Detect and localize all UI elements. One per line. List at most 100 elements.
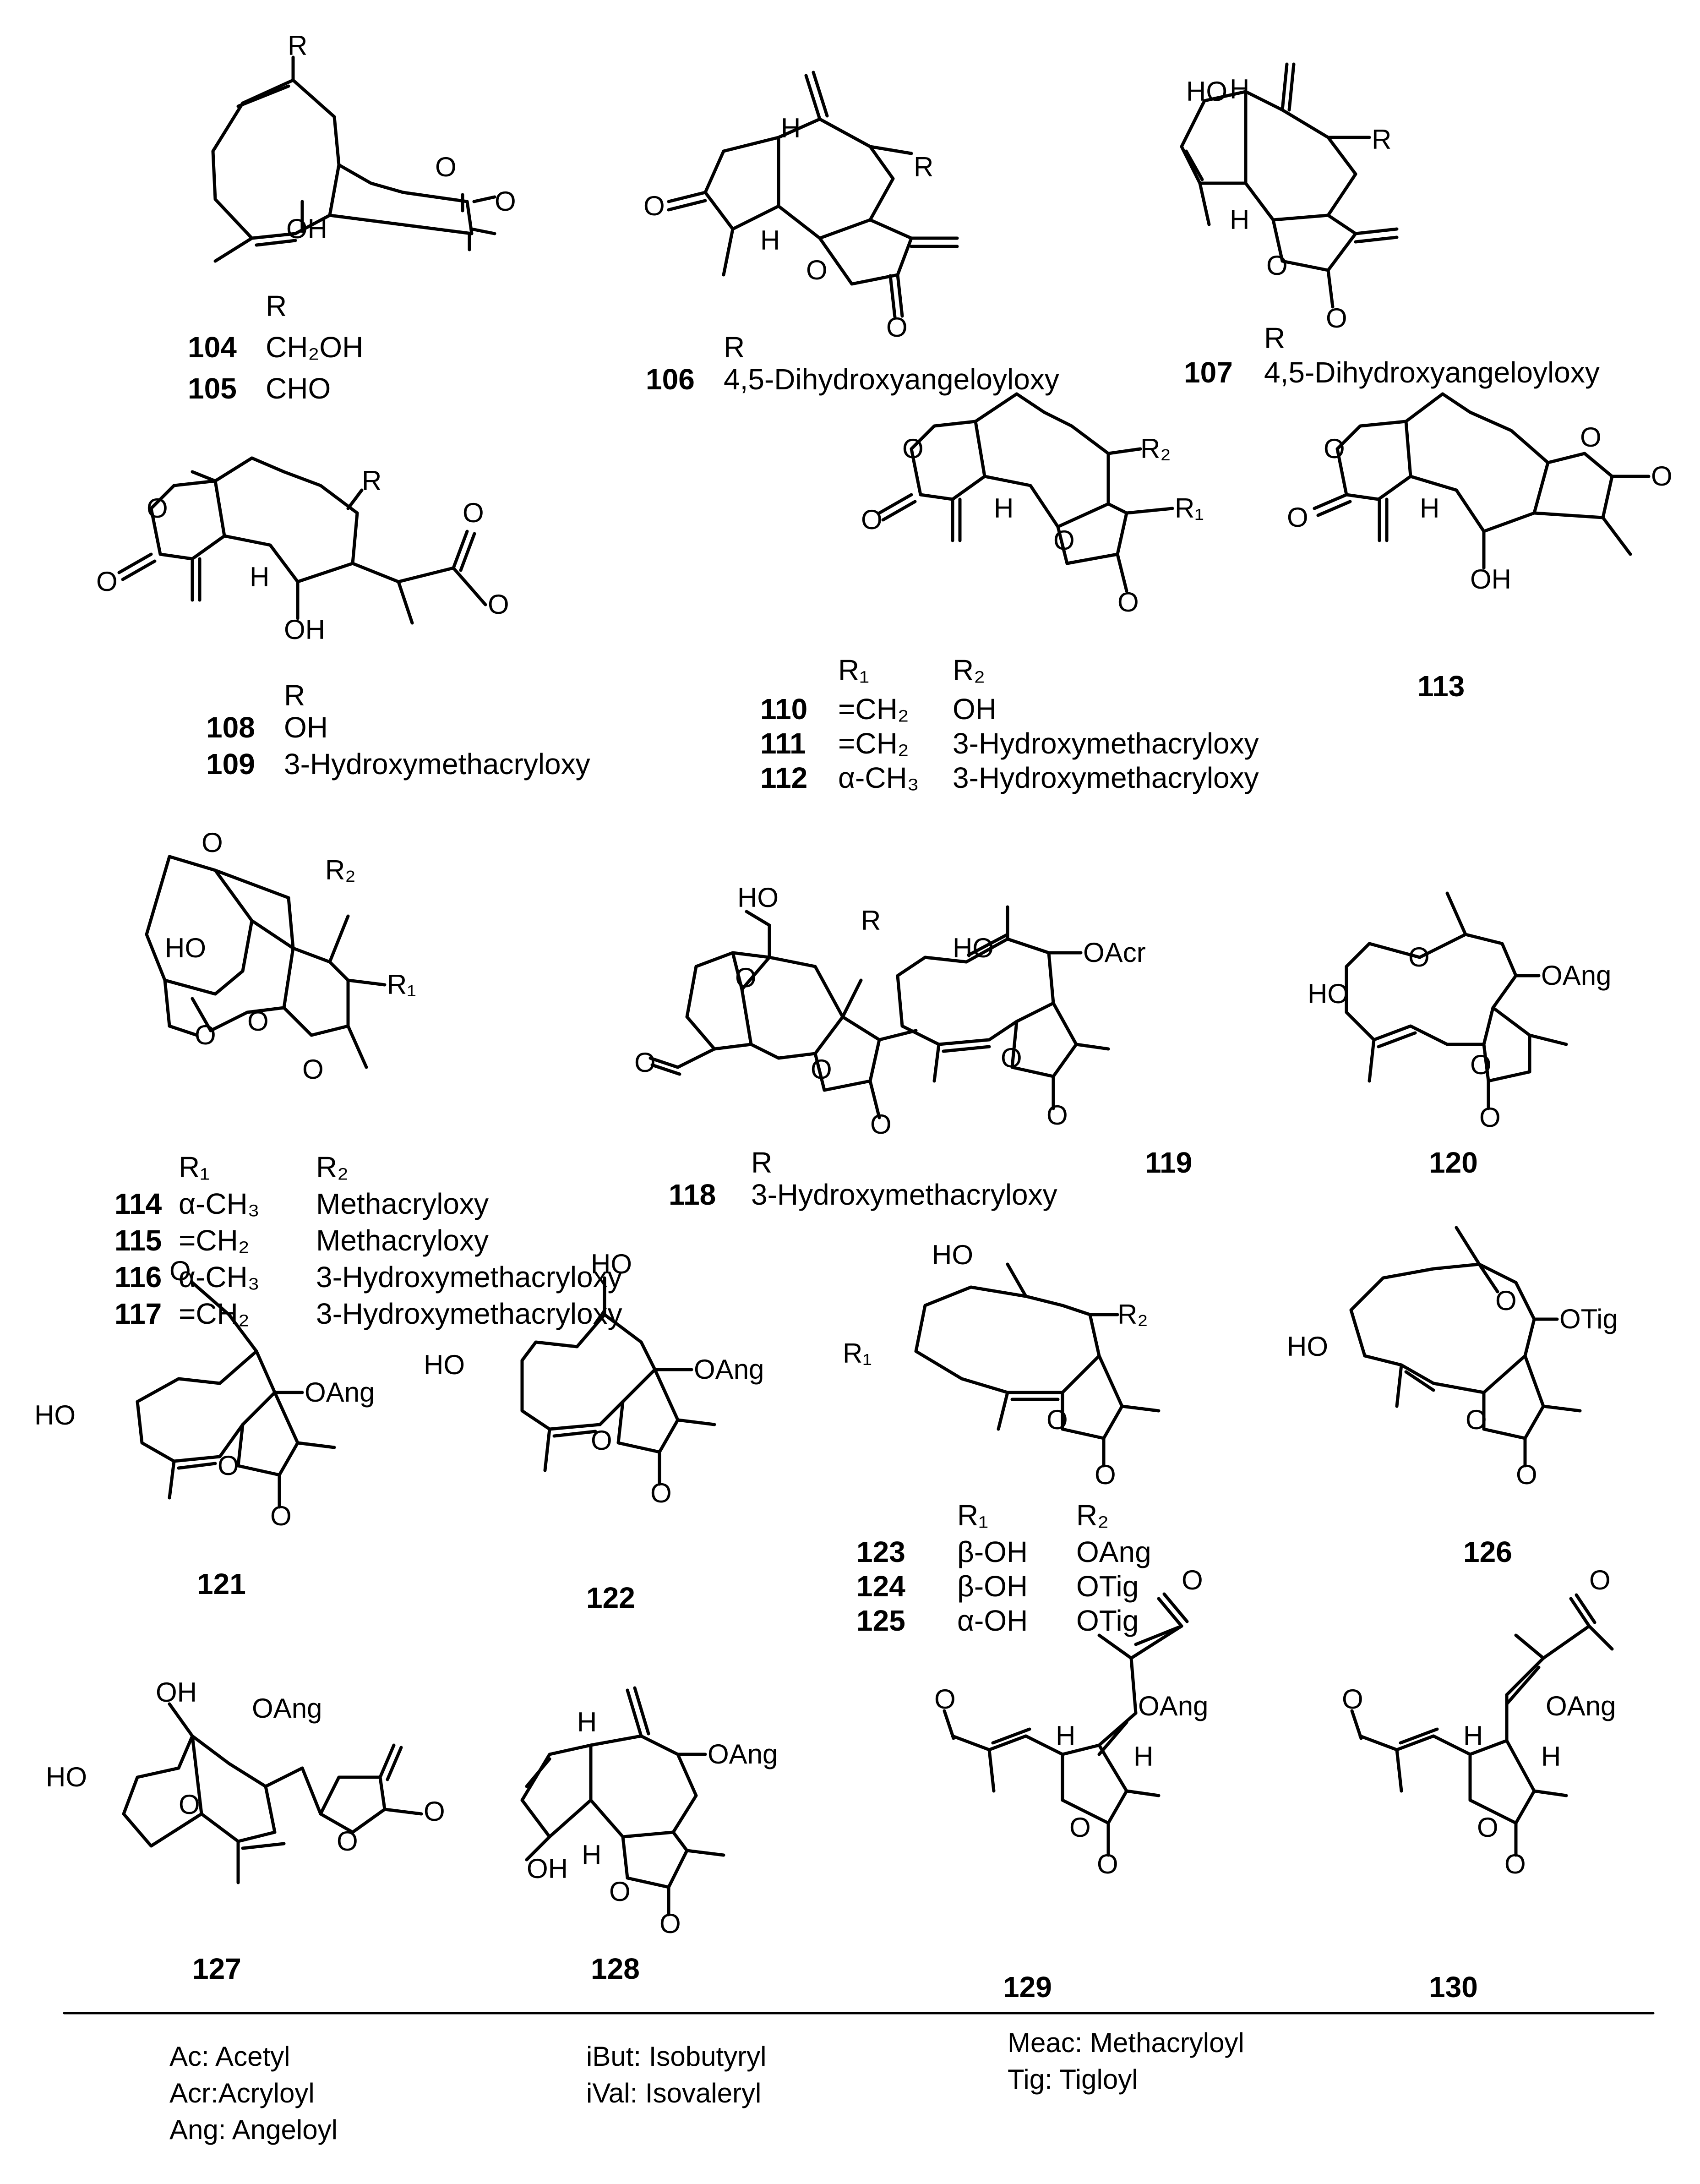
atom-label: O <box>218 1450 239 1481</box>
compound-number: 114 <box>114 1187 162 1220</box>
atom-label: OAng <box>1541 960 1611 991</box>
r-group-value: OH <box>953 693 997 726</box>
atom-label: O <box>1479 1102 1501 1133</box>
r-group-value: =CH₂ <box>838 693 909 726</box>
compound-number: 120 <box>1429 1146 1478 1179</box>
atom-label: O <box>609 1876 631 1907</box>
atom-label: O <box>147 493 168 524</box>
atom-label: O <box>247 1006 269 1037</box>
r-group-value: OTig <box>1076 1570 1139 1603</box>
atom-label: O <box>1477 1812 1498 1843</box>
atom-label: O <box>659 1908 681 1939</box>
atom-label: H <box>1420 493 1439 524</box>
atom-label: O <box>1001 1043 1022 1073</box>
r-group-value: 3-Hydroxymethacryloxy <box>284 748 590 781</box>
r-table-header: R <box>1264 322 1285 355</box>
atom-label: H <box>1056 1720 1075 1751</box>
r-group-value: OTig <box>1076 1604 1139 1637</box>
r-group-value: 3-Hydroxymethacryloxy <box>316 1297 622 1330</box>
r-group-value: 3-Hydroxymethacryloxy <box>953 727 1259 760</box>
atom-label: HO <box>34 1400 76 1431</box>
r-group-value: CH₂OH <box>266 331 363 364</box>
atom-label: O <box>1326 303 1347 333</box>
atom-label: OH <box>284 614 325 645</box>
atom-label: OH <box>156 1677 197 1708</box>
atom-label: O <box>1182 1565 1203 1595</box>
atom-label: H <box>781 113 801 143</box>
atom-label: O <box>1046 1100 1068 1130</box>
r-table-header: R <box>724 331 745 364</box>
atom-label: OH <box>527 1853 568 1884</box>
abbreviation-key: Ang: Angeloyl <box>169 2114 338 2145</box>
atom-label: H <box>250 562 269 592</box>
atom-label: R₂ <box>1117 1299 1148 1330</box>
r-group-value: 3-Hydroxymethacryloxy <box>316 1261 622 1294</box>
atom-label: HO <box>1287 1331 1328 1362</box>
atom-label: O <box>1053 525 1075 556</box>
atom-label: R <box>1372 124 1391 155</box>
atom-label: O <box>1046 1404 1068 1435</box>
atom-label: OH <box>1470 564 1511 595</box>
atom-label: OAng <box>694 1354 764 1385</box>
atom-label: O <box>1516 1459 1537 1490</box>
atom-label: HO <box>953 933 994 963</box>
atom-label: R₁ <box>387 969 416 1000</box>
r-group-value: =CH₂ <box>838 727 909 760</box>
r-group-value: =CH₂ <box>179 1224 250 1257</box>
r-table-header: R₁ <box>957 1499 988 1532</box>
r-group-value: α-CH₃ <box>179 1261 260 1294</box>
atom-label: O <box>1495 1285 1517 1316</box>
atom-label: O <box>179 1789 200 1820</box>
atom-label: H <box>1541 1741 1561 1772</box>
compound-number: 112 <box>760 761 807 794</box>
compound-number: 123 <box>856 1535 905 1568</box>
compound-number: 107 <box>1184 356 1233 389</box>
atom-label: H <box>1230 74 1249 104</box>
atom-label: H <box>577 1707 597 1737</box>
atom-label: HO <box>424 1349 465 1380</box>
abbreviation-key: Ac: Acetyl <box>169 2041 290 2072</box>
compound-number: 119 <box>1145 1146 1192 1179</box>
r-group-value: 3-Hydroxymethacryloxy <box>953 761 1259 794</box>
atom-label: OAng <box>1546 1691 1616 1721</box>
abbreviation-key: Acr:Acryloyl <box>169 2078 315 2108</box>
atom-label: HO <box>1308 978 1349 1009</box>
r-group-value: CHO <box>266 372 331 405</box>
atom-label: O <box>202 827 223 858</box>
atom-label: OAng <box>1138 1691 1208 1721</box>
atom-label: R <box>362 465 381 496</box>
abbreviation-key: Tig: Tigloyl <box>1008 2064 1138 2095</box>
atom-label: O <box>302 1054 324 1085</box>
atom-label: HO <box>932 1239 973 1270</box>
atom-label: O <box>169 1256 191 1286</box>
atom-label: OAng <box>252 1693 322 1724</box>
atom-label: OH <box>286 213 327 244</box>
compound-number: 108 <box>206 711 255 744</box>
compound-number: 125 <box>856 1604 905 1637</box>
compound-number: 115 <box>114 1224 162 1257</box>
atom-label: O <box>195 1020 216 1050</box>
compound-number: 116 <box>114 1261 162 1294</box>
compound-number: 129 <box>1003 1971 1052 2004</box>
atom-label: O <box>435 152 457 182</box>
r-table-header: R₁ <box>838 654 869 687</box>
compound-number: 104 <box>188 331 237 364</box>
atom-label: O <box>591 1425 612 1456</box>
atom-label: O <box>1342 1684 1363 1714</box>
atom-label: O <box>1408 942 1430 972</box>
r-table-header: R <box>266 289 287 322</box>
atom-label: R₂ <box>1140 433 1171 464</box>
atom-label: O <box>1580 422 1602 453</box>
compound-number: 113 <box>1417 670 1465 703</box>
atom-label: O <box>1589 1565 1611 1595</box>
atom-label: HO <box>1186 76 1227 107</box>
r-table-header: R₂ <box>316 1151 349 1184</box>
compound-number: 121 <box>197 1567 246 1600</box>
atom-label: R <box>861 905 881 936</box>
abbreviation-key: iVal: Isovaleryl <box>586 2078 761 2108</box>
compound-number: 126 <box>1463 1535 1512 1568</box>
r-table-header: R <box>751 1146 772 1179</box>
compound-number: 106 <box>646 363 695 396</box>
atom-label: O <box>650 1478 672 1508</box>
r-table-header: R₂ <box>1076 1499 1109 1532</box>
